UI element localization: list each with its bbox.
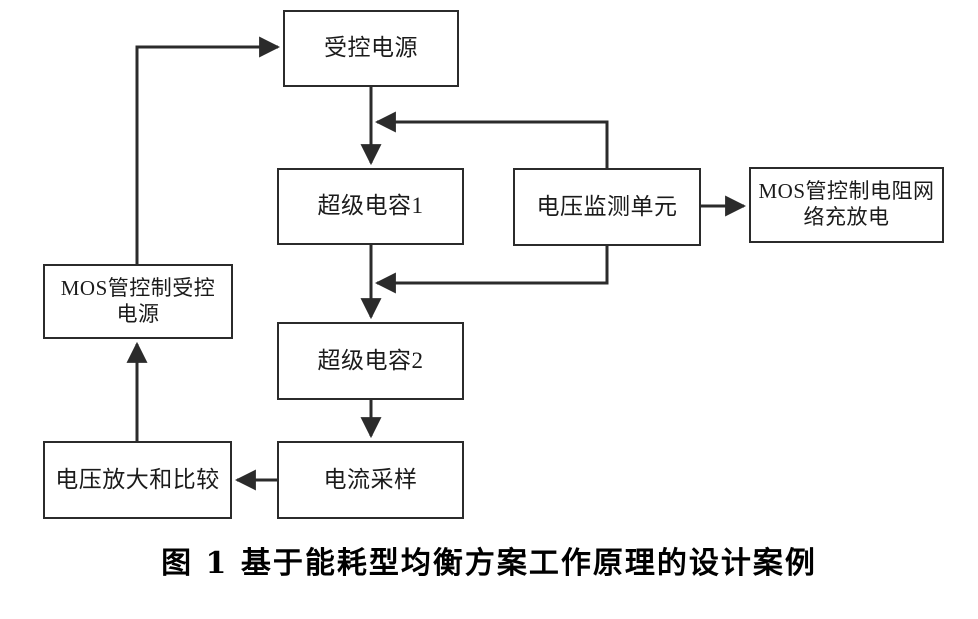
connector-voltage-monitor-up-feedback <box>374 111 609 168</box>
node-voltage-monitor[interactable]: 电压监测单元 <box>513 168 701 246</box>
node-voltage-amplify-compare[interactable]: 电压放大和比较 <box>43 441 232 519</box>
node-current-sample[interactable]: 电流采样 <box>277 441 464 519</box>
node-supercap1[interactable]: 超级电容1 <box>277 168 464 245</box>
figure-caption: 图 1 基于能耗型均衡方案工作原理的设计案例 <box>161 546 817 581</box>
node-mos-resistor-network[interactable]: MOS管控制电阻网 络充放电 <box>749 167 944 243</box>
node-controlled-source[interactable]: 受控电源 <box>283 10 459 87</box>
node-supercap2[interactable]: 超级电容2 <box>277 322 464 400</box>
connector-voltage-monitor-down-feedback <box>374 246 609 294</box>
connector-mos-source-control-to-controlled-source <box>135 36 281 264</box>
node-mos-source-control[interactable]: MOS管控制受控 电源 <box>43 264 233 339</box>
